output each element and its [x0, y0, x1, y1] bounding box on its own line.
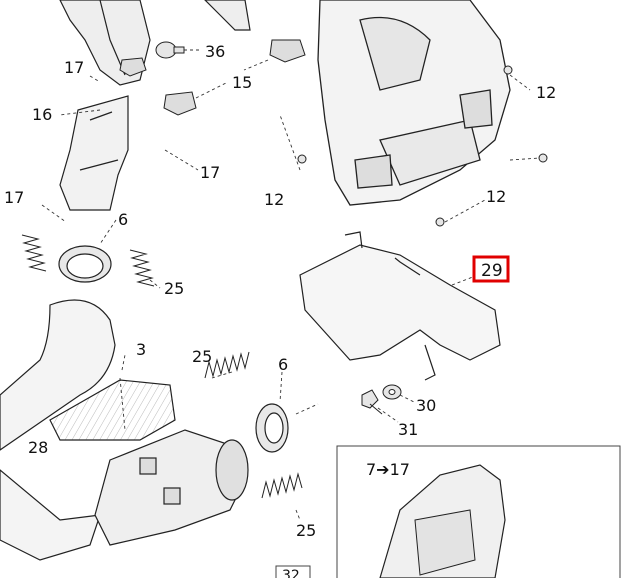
callout-6-lower: 6 — [278, 355, 288, 374]
spring-left — [21, 234, 155, 287]
callout-17-top: 17 — [64, 58, 84, 77]
callout-labels: 36 17 15 16 17 17 6 25 3 25 6 28 25 12 1… — [4, 42, 556, 582]
heat-shield-29 — [299, 231, 501, 381]
highlighted-callout-29[interactable]: 29 — [472, 255, 510, 283]
callout-28: 28 — [28, 438, 48, 457]
side-cover — [317, 0, 511, 206]
callout-25-center: 25 — [192, 347, 212, 366]
callout-12-left: 12 — [264, 190, 284, 209]
callout-25-upper: 25 — [164, 279, 184, 298]
clip-15-left — [119, 57, 147, 77]
callout-6-upper: 6 — [118, 210, 128, 229]
catalytic-converter — [94, 429, 249, 546]
callout-17-left: 17 — [4, 188, 24, 207]
callout-12-top: 12 — [536, 83, 556, 102]
heat-shield-16 — [59, 95, 129, 211]
callout-32: 32 — [282, 568, 300, 578]
callout-3: 3 — [136, 340, 146, 359]
callout-15: 15 — [232, 73, 252, 92]
gasket-6-lower — [255, 403, 289, 453]
callout-30: 30 — [416, 396, 436, 415]
callout-16: 16 — [32, 105, 52, 124]
washer-30 — [382, 384, 402, 400]
inset-box — [336, 445, 621, 582]
exhaust-pipe — [0, 299, 116, 561]
gasket-6-upper — [58, 245, 112, 283]
clip-15-lower — [163, 91, 197, 116]
pushpin-36 — [155, 41, 185, 59]
callout-12-mid: 12 — [486, 187, 506, 206]
callout-29: 29 — [481, 261, 503, 281]
callout-25-lower: 25 — [296, 521, 316, 540]
callout-36: 36 — [205, 42, 225, 61]
fasteners-12 — [297, 65, 548, 227]
callout-7-to-17: 7➔17 — [366, 460, 410, 479]
callout-31: 31 — [398, 420, 418, 439]
leader-lines — [41, 49, 541, 521]
screw-31 — [361, 389, 383, 415]
callout-17-right: 17 — [200, 163, 220, 182]
clip-15-upper — [269, 39, 306, 63]
spring-center — [204, 351, 303, 499]
